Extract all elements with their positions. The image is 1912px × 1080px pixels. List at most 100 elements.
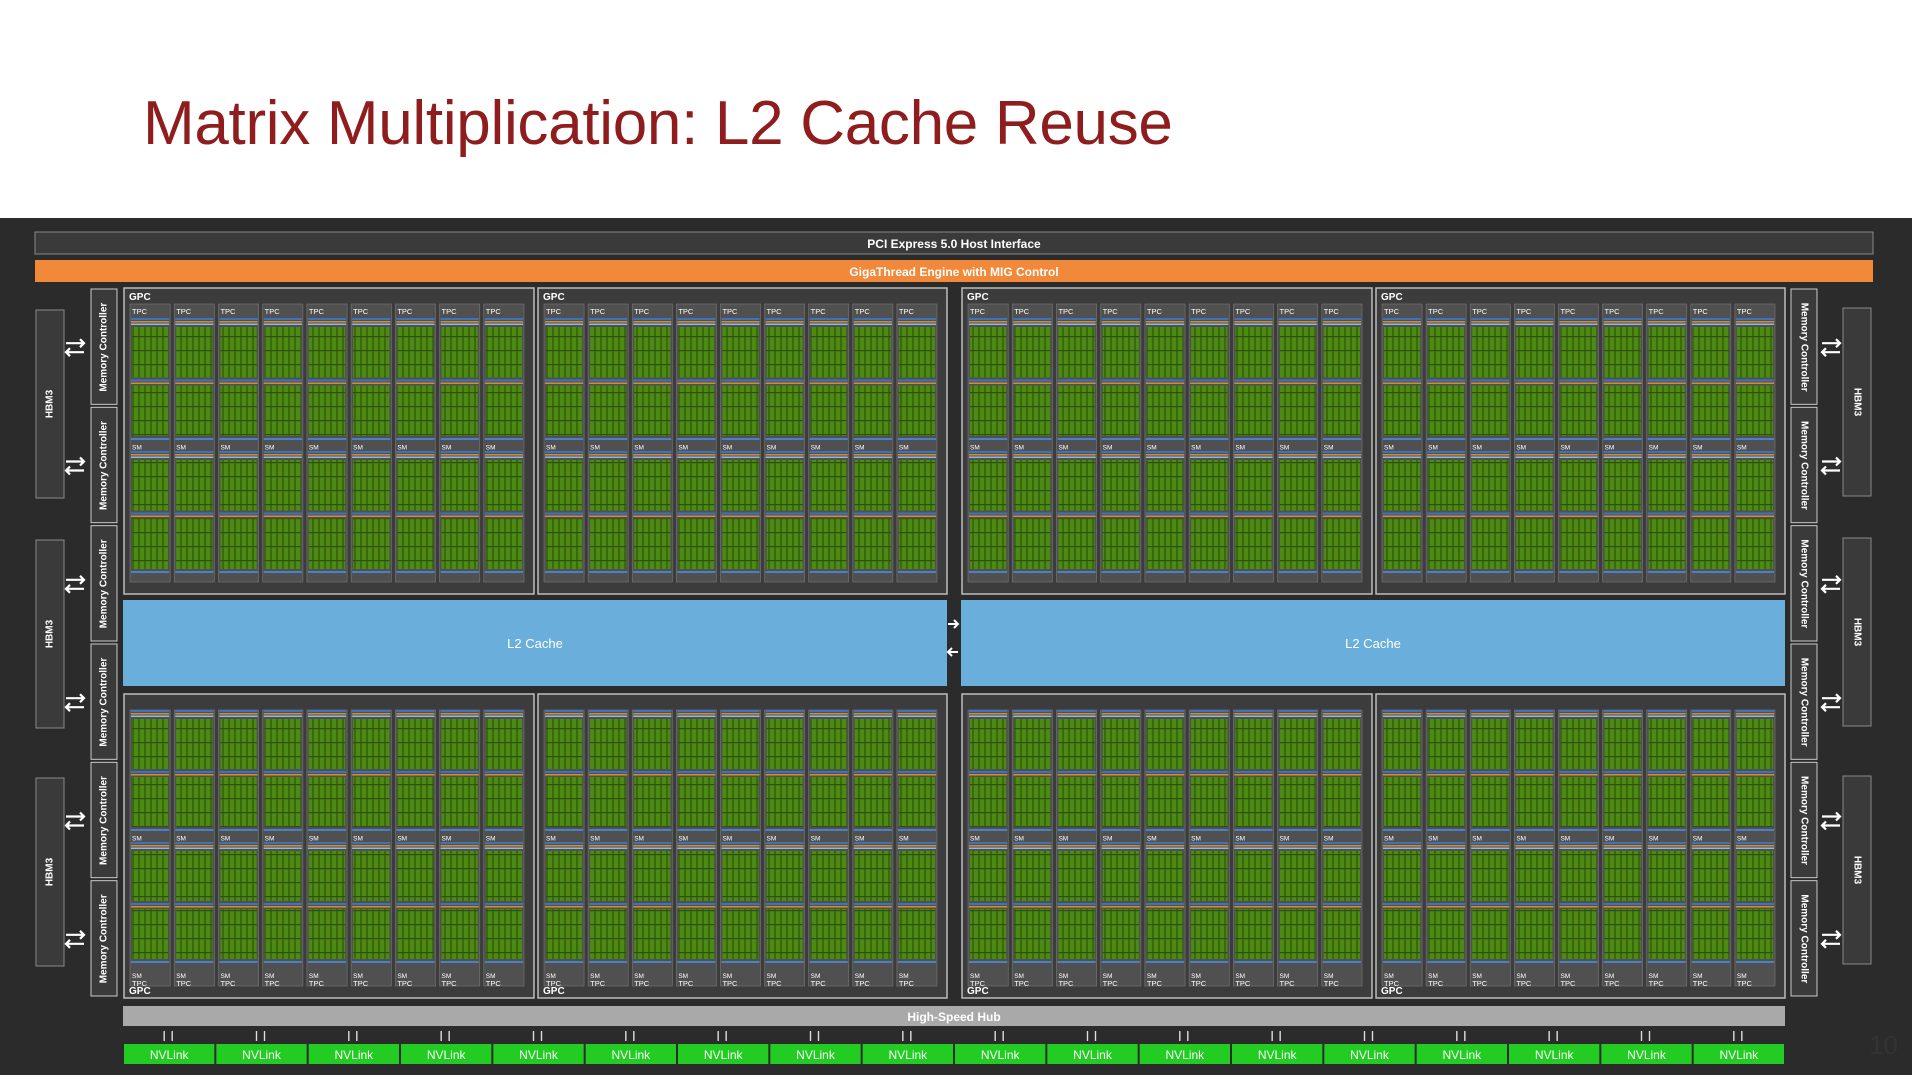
sm-block: SM xyxy=(545,836,584,963)
sm-label: SM xyxy=(486,973,496,980)
nvlink-arrows-icon xyxy=(1548,1031,1558,1041)
tpc-label: TPC xyxy=(1235,979,1251,988)
nvlink-label: NVLink xyxy=(519,1048,559,1062)
sm-label: SM xyxy=(1605,445,1615,452)
nvlink-port: NVLink xyxy=(1693,1031,1784,1064)
sm-label: SM xyxy=(970,836,980,843)
sm-label: SM xyxy=(1737,836,1747,843)
tpc-label: TPC xyxy=(1235,307,1251,316)
tpc-label: TPC xyxy=(1693,979,1709,988)
memory-controller-right: Memory Controller xyxy=(1790,761,1818,879)
sm-block xyxy=(1145,318,1185,440)
gpc-block: GPCTPCSMTPCSMTPCSMTPCSMTPCSMTPCSMTPCSMTP… xyxy=(537,287,948,595)
nvlink-port: NVLink xyxy=(1139,1031,1230,1064)
sm-label: SM xyxy=(1428,836,1438,843)
sm-block: SM xyxy=(1647,710,1686,980)
nvlink-arrows-icon xyxy=(440,1031,450,1041)
hbm3-label: HBM3 xyxy=(45,619,56,648)
hbm3-label: HBM3 xyxy=(45,389,56,418)
gigathread-engine-label: GigaThread Engine with MIG Control xyxy=(849,265,1058,279)
sm-block: SM xyxy=(1145,710,1185,980)
sm-label: SM xyxy=(899,445,909,452)
tpc-label: TPC xyxy=(486,979,502,988)
sm-label: SM xyxy=(855,445,865,452)
nvlink-port: NVLink xyxy=(1509,1031,1600,1064)
sm-label: SM xyxy=(1605,973,1615,980)
sm-block xyxy=(1691,318,1730,440)
tpc-label: TPC xyxy=(1014,307,1030,316)
memory-controller-left: Memory Controller xyxy=(90,880,118,997)
sm-block: SM xyxy=(1190,445,1229,573)
l2-cache-right xyxy=(961,600,1785,686)
sm-block xyxy=(721,318,760,440)
sm-label: SM xyxy=(353,445,363,452)
sm-block: SM xyxy=(1322,836,1361,963)
sm-label: SM xyxy=(722,445,732,452)
tpc-label: TPC xyxy=(1737,979,1753,988)
sm-block xyxy=(307,318,347,440)
sm-block: SM xyxy=(396,836,435,963)
sm-block xyxy=(131,318,170,440)
sm-label: SM xyxy=(970,445,980,452)
sm-block: SM xyxy=(809,710,848,980)
sm-block: SM xyxy=(589,710,628,980)
hbm3-label: HBM3 xyxy=(1851,856,1862,885)
sm-label: SM xyxy=(132,973,142,980)
sm-label: SM xyxy=(767,973,777,980)
sm-label: SM xyxy=(1147,445,1157,452)
tpc-label: TPC xyxy=(1058,307,1074,316)
sm-block: SM xyxy=(263,710,302,980)
sm-label: SM xyxy=(634,973,644,980)
sm-label: SM xyxy=(1058,973,1068,980)
nvlink-port: NVLink xyxy=(401,1031,492,1064)
sm-label: SM xyxy=(811,445,821,452)
nvlink-arrows-icon xyxy=(625,1031,635,1041)
sm-block xyxy=(219,318,258,440)
sm-block xyxy=(589,318,628,440)
memory-controller-label: Memory Controller xyxy=(99,894,110,983)
sm-block xyxy=(175,318,214,440)
sm-label: SM xyxy=(1103,445,1113,452)
sm-label: SM xyxy=(265,973,275,980)
sm-label: SM xyxy=(590,973,600,980)
sm-label: SM xyxy=(1516,973,1526,980)
bidirectional-arrows-icon xyxy=(64,338,86,357)
nvlink-port: NVLink xyxy=(1416,1031,1507,1064)
sm-block: SM xyxy=(175,710,214,980)
tpc-label: TPC xyxy=(1560,307,1576,316)
sm-label: SM xyxy=(309,973,319,980)
sm-block: SM xyxy=(853,836,892,963)
nvlink-label: NVLink xyxy=(796,1048,836,1062)
hbm3-stack-right: HBM3 xyxy=(1842,775,1872,965)
sm-block: SM xyxy=(1013,836,1052,963)
sm-block: SM xyxy=(589,836,628,963)
sm-block: SM xyxy=(484,445,523,573)
sm-label: SM xyxy=(1191,445,1201,452)
sm-label: SM xyxy=(1235,836,1245,843)
sm-block: SM xyxy=(440,710,479,980)
sm-block: SM xyxy=(969,836,1008,963)
tpc-label: TPC xyxy=(1324,307,1340,316)
tpc-label: TPC xyxy=(442,979,458,988)
sm-label: SM xyxy=(590,445,600,452)
memory-controller-right: Memory Controller xyxy=(1790,880,1818,997)
tpc-label: TPC xyxy=(1103,979,1119,988)
bidirectional-arrows-icon xyxy=(64,456,86,476)
bidirectional-arrows-icon xyxy=(64,811,86,831)
sm-label: SM xyxy=(1428,445,1438,452)
gpc-block: GPCTPCSMTPCSMTPCSMTPCSMTPCSMTPCSMTPCSMTP… xyxy=(123,287,535,595)
